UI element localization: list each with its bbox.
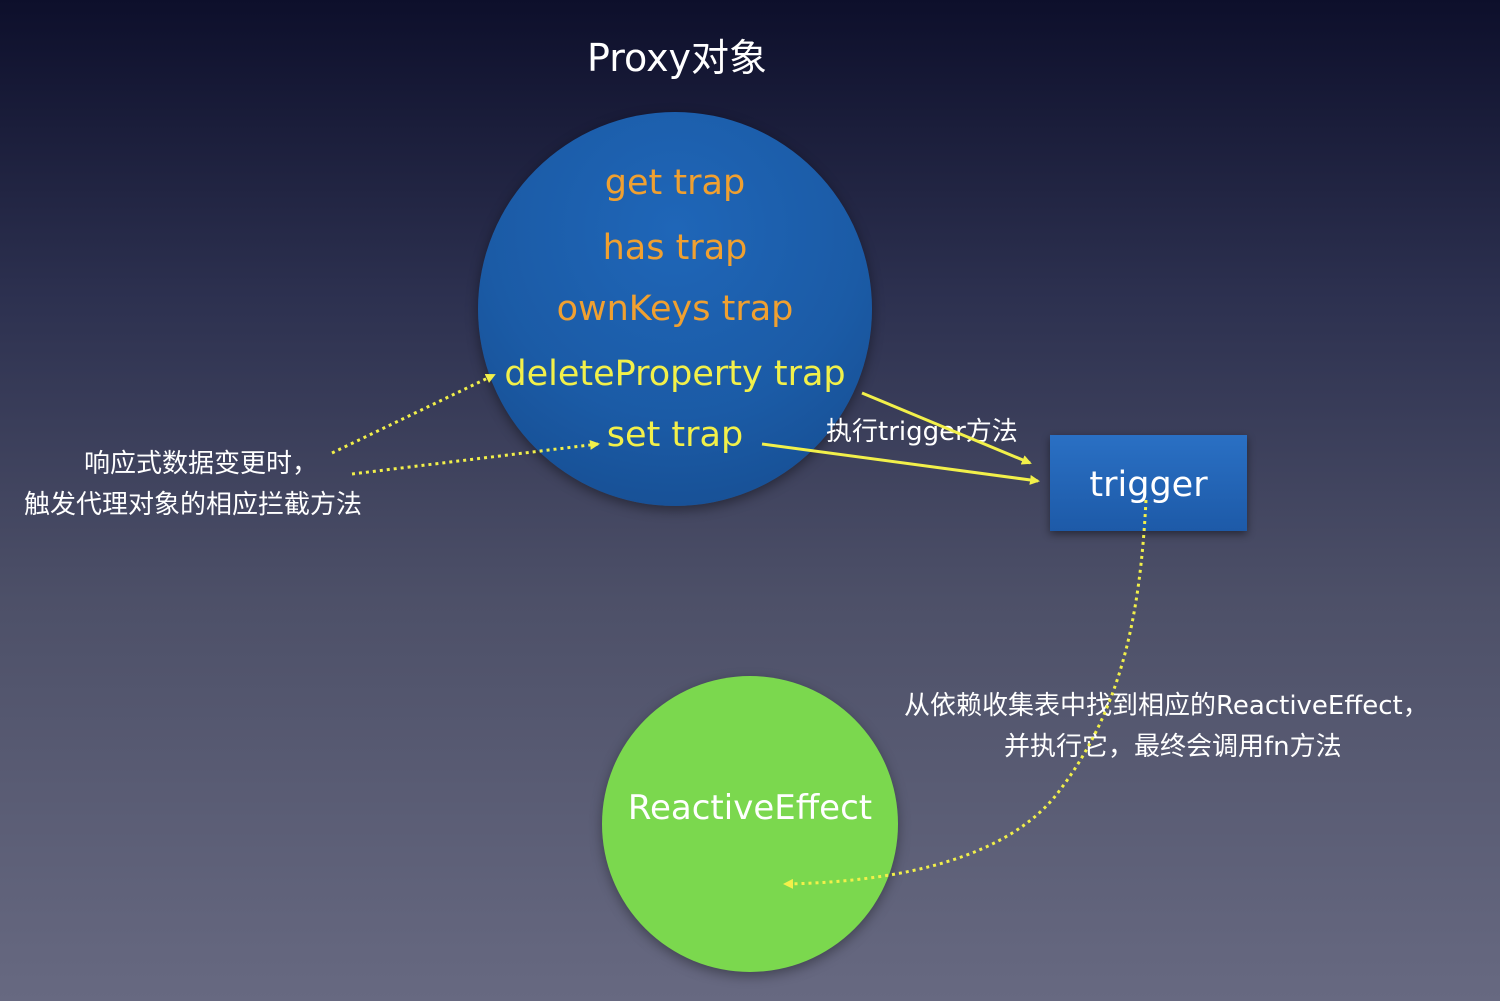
- arrow-note-to-deleteproperty: [331, 373, 496, 455]
- note-execute-trigger: 执行trigger方法: [826, 417, 1018, 447]
- proxy-object-circle: [478, 112, 872, 506]
- note-left-line1: 响应式数据变更时，: [84, 449, 319, 479]
- trap-ownkeys: ownKeys trap: [556, 289, 794, 329]
- trap-deleteproperty: deleteProperty trap: [504, 354, 846, 394]
- trigger-label: trigger: [1089, 465, 1208, 505]
- trap-has: has trap: [602, 228, 748, 268]
- note-right-line1: 从依赖收集表中找到相应的ReactiveEffect，: [904, 691, 1429, 721]
- note-left-line2: 触发代理对象的相应拦截方法: [24, 490, 363, 520]
- trap-set: set trap: [606, 415, 744, 455]
- trap-get: get trap: [604, 163, 746, 203]
- note-right-line2: 并执行它，最终会调用fn方法: [1004, 732, 1342, 762]
- diagram-title: Proxy对象: [586, 36, 768, 80]
- reactive-effect-label: ReactiveEffect: [627, 788, 873, 828]
